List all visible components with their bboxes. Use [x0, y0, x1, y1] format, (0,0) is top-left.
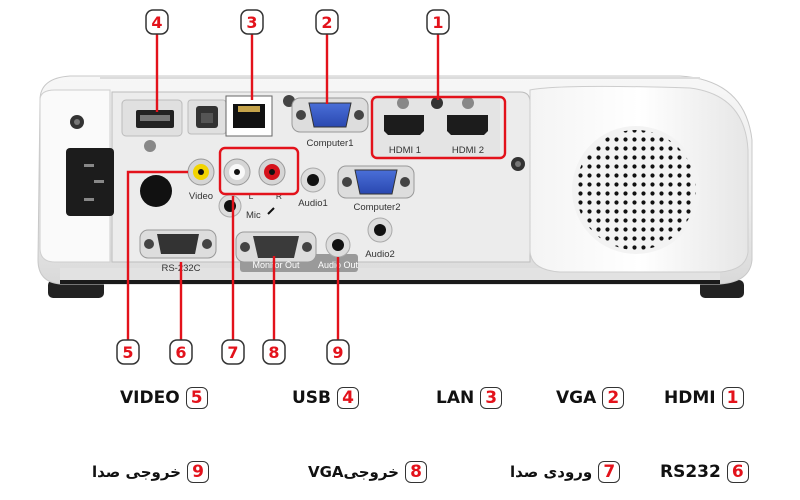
legend-badge: 6	[726, 461, 749, 483]
audio2-label: Audio2	[365, 249, 395, 260]
legend-item-6: RS232 6	[660, 461, 749, 483]
legend-item-8: خروجیVGA 8	[308, 461, 427, 483]
mic-jack	[218, 194, 242, 218]
monitor-out-port	[235, 231, 317, 263]
l-label: L	[249, 191, 254, 201]
legend-label: خروجی صدا	[92, 463, 181, 481]
lan-port	[225, 95, 273, 137]
audio-in-rca-jacks	[223, 158, 286, 186]
video-rca-jack	[187, 158, 215, 186]
usb-b-port	[187, 99, 227, 135]
audio1-label: Audio1	[298, 198, 328, 209]
legend-badge: 4	[337, 387, 360, 409]
legend-item-9: خروجی صدا 9	[92, 461, 209, 483]
legend-badge: 9	[186, 461, 209, 483]
legend-badge: 5	[185, 387, 208, 409]
callout-badge-4: 4	[145, 9, 169, 35]
power-inlet	[66, 148, 114, 216]
audio2-jack	[367, 217, 393, 243]
callout-badges: 1 2 3 4 5 6 7 8 9	[116, 9, 450, 365]
callout-number: 8	[268, 343, 279, 362]
legend-badge: 8	[404, 461, 427, 483]
legend-item-7: ورودی صدا 7	[510, 461, 621, 483]
callout-badge-2: 2	[315, 9, 339, 35]
rs232c-port	[139, 229, 217, 259]
audio-in-highlight-box	[218, 146, 300, 196]
legend-badge: 3	[480, 387, 503, 409]
callout-badge-8: 8	[262, 339, 286, 365]
legend-badge: 1	[721, 387, 744, 409]
video-label: Video	[189, 191, 213, 202]
usb-a-port	[121, 99, 183, 152]
callout-number: 9	[332, 343, 343, 362]
vent-grill-holes	[576, 130, 696, 250]
legend-label: خروجیVGA	[308, 463, 399, 481]
legend-label: HDMI	[664, 388, 716, 408]
legend-label: LAN	[436, 388, 475, 408]
callout-number: 1	[432, 13, 443, 32]
vga-computer2-port	[337, 165, 415, 199]
legend-item-1: HDMI 1	[664, 387, 744, 409]
monitor-out-label: Monitor Out	[252, 260, 300, 270]
legend-label: VIDEO	[120, 388, 180, 408]
legend-label: ورودی صدا	[510, 463, 593, 481]
mic-label: Mic	[246, 210, 261, 221]
callout-badge-5: 5	[116, 339, 140, 365]
legend-badge: 2	[602, 387, 625, 409]
callout-badge-7: 7	[221, 339, 245, 365]
callout-number: 2	[321, 13, 332, 32]
hdmi1-label: HDMI 1	[389, 145, 421, 156]
callout-number: 5	[122, 343, 133, 362]
callout-badge-3: 3	[240, 9, 264, 35]
callout-line-5	[126, 170, 188, 342]
callout-badge-1: 1	[426, 9, 450, 35]
hdmi2-label: HDMI 2	[452, 145, 484, 156]
legend-item-5: VIDEO 5	[120, 387, 208, 409]
legend-label: RS232	[660, 462, 721, 482]
mic-icon	[267, 207, 275, 215]
audio-out-jack	[325, 232, 351, 258]
vga-computer1-port	[291, 97, 369, 133]
callout-number: 4	[151, 13, 162, 32]
legend-label: USB	[292, 388, 332, 408]
callout-number: 3	[246, 13, 257, 32]
computer2-label: Computer2	[354, 202, 401, 213]
callout-number: 6	[175, 343, 186, 362]
r-label: R	[276, 191, 282, 201]
callout-number: 7	[227, 343, 238, 362]
legend-item-4: USB 4	[292, 387, 360, 409]
callout-badge-9: 9	[326, 339, 350, 365]
hdmi-ports	[370, 96, 500, 158]
legend-label: VGA	[556, 388, 597, 408]
callout-badge-6: 6	[169, 339, 193, 365]
legend-badge: 7	[598, 461, 621, 483]
security-slot	[140, 175, 172, 207]
legend-item-3: LAN 3	[436, 387, 503, 409]
computer1-label: Computer1	[307, 138, 354, 149]
callout-lines	[126, 34, 440, 342]
legend-item-2: VGA 2	[556, 387, 625, 409]
audio1-jack	[300, 167, 326, 193]
